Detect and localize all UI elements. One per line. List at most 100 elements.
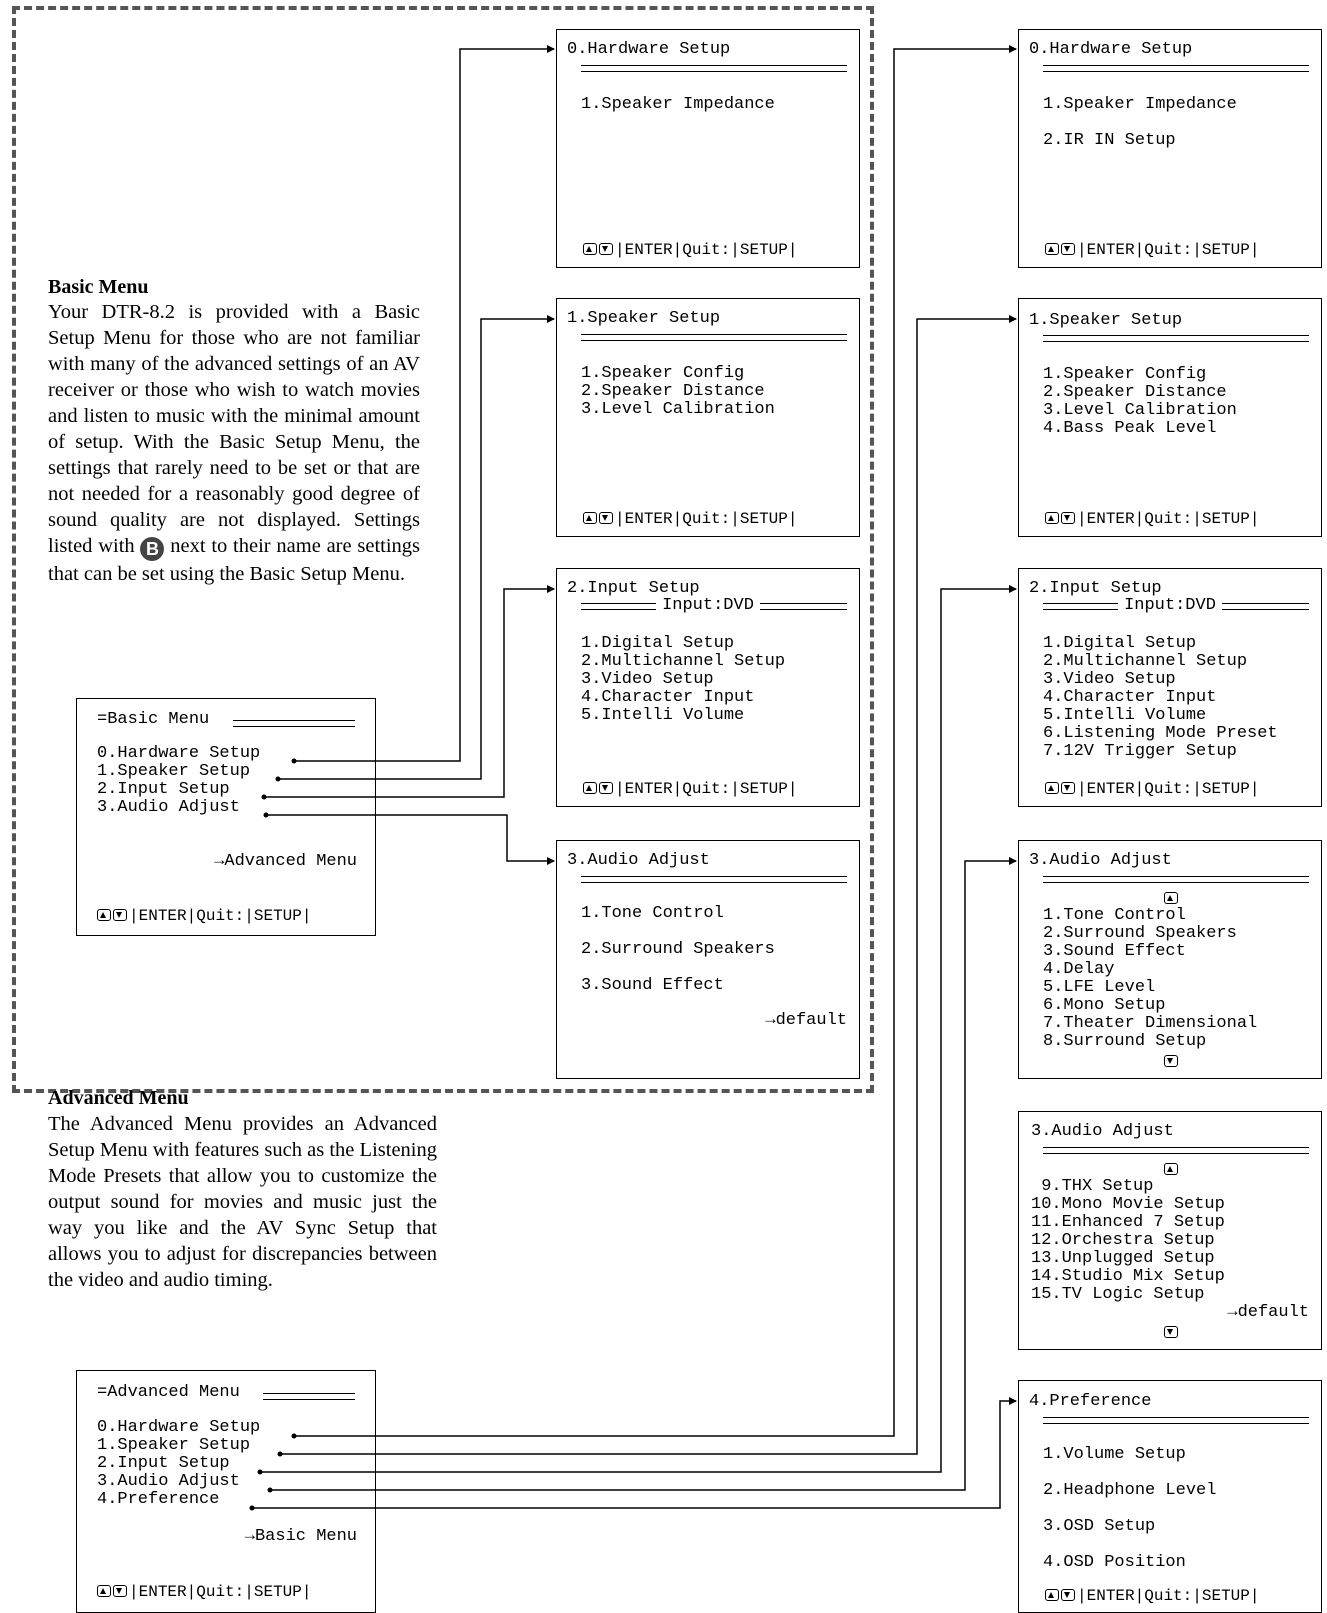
screen-item[interactable]: 4.Delay xyxy=(1043,960,1115,979)
advanced-audio-adjust-screen-page-2: 3.Audio Adjust 9.THX Setup 10.Mono Movie… xyxy=(1018,1111,1322,1350)
screen-item[interactable]: 11.Enhanced 7 Setup xyxy=(1031,1213,1225,1232)
screen-item[interactable]: 12.Orchestra Setup xyxy=(1031,1231,1215,1250)
title-rule xyxy=(1043,876,1309,883)
basic-menu-link[interactable]: →Basic Menu xyxy=(244,1527,357,1546)
screen-item[interactable]: 2.Multichannel Setup xyxy=(581,652,786,671)
screen-item[interactable]: 4.OSD Position xyxy=(1043,1553,1186,1572)
basic-menu-item-input[interactable]: 2.Input Setup xyxy=(97,780,230,799)
basic-menu-item-speaker[interactable]: 1.Speaker Setup xyxy=(97,762,251,781)
connector-dot xyxy=(291,1433,297,1439)
advanced-menu-item-hardware[interactable]: 0.Hardware Setup xyxy=(97,1418,261,1437)
basic-b-icon: B xyxy=(140,537,165,561)
screen-item[interactable]: 3.Level Calibration xyxy=(581,400,775,419)
title-rule xyxy=(233,720,355,727)
screen-item[interactable]: 7.Theater Dimensional xyxy=(1043,1014,1258,1033)
screen-item[interactable]: 3.Sound Effect xyxy=(1043,942,1186,961)
scroll-up-icon[interactable] xyxy=(1164,892,1178,904)
screen-item[interactable]: 3.OSD Setup xyxy=(1043,1517,1156,1536)
basic-audio-adjust-screen: 3.Audio Adjust 1.Tone Control 2.Surround… xyxy=(556,840,860,1079)
up-arrow-icon xyxy=(1045,782,1059,794)
advanced-menu-item-input[interactable]: 2.Input Setup xyxy=(97,1454,230,1473)
scroll-down-icon[interactable] xyxy=(1164,1055,1178,1067)
advanced-menu-item-audio[interactable]: 3.Audio Adjust xyxy=(97,1472,240,1491)
screen-item[interactable]: 7.12V Trigger Setup xyxy=(1043,742,1237,761)
screen-item[interactable]: 1.Speaker Config xyxy=(1043,365,1207,384)
down-arrow-icon xyxy=(113,1585,127,1597)
screen-item[interactable]: 2.Speaker Distance xyxy=(1043,383,1227,402)
screen-item[interactable]: 2.IR IN Setup xyxy=(1043,131,1176,150)
screen-item[interactable]: 1.Speaker Impedance xyxy=(581,95,775,114)
connector-dot xyxy=(249,1505,255,1511)
screen-title: 0.Hardware Setup xyxy=(567,40,731,59)
screen-item[interactable]: 10.Mono Movie Setup xyxy=(1031,1195,1225,1214)
screen-item[interactable]: 1.Digital Setup xyxy=(1043,634,1197,653)
screen-subtitle: Input:DVD xyxy=(1118,596,1222,615)
basic-menu-item-hardware[interactable]: 0.Hardware Setup xyxy=(97,744,261,763)
screen-title: 3.Audio Adjust xyxy=(567,851,710,870)
screen-title: 2.Input Setup xyxy=(567,579,700,598)
screen-item[interactable]: 15.TV Logic Setup xyxy=(1031,1285,1205,1304)
title-rule xyxy=(1043,65,1309,72)
screen-item[interactable]: 2.Headphone Level xyxy=(1043,1481,1217,1500)
screen-item[interactable]: 14.Studio Mix Setup xyxy=(1031,1267,1225,1286)
connector-basic-input xyxy=(264,585,555,798)
screen-item[interactable]: 1.Speaker Impedance xyxy=(1043,95,1237,114)
screen-subtitle: Input:DVD xyxy=(656,596,760,615)
connector-dot xyxy=(261,794,267,800)
basic-menu-item-audio[interactable]: 3.Audio Adjust xyxy=(97,798,240,817)
basic-speaker-setup-screen: 1.Speaker Setup 1.Speaker Config 2.Speak… xyxy=(556,298,860,537)
basic-menu-box-title: =Basic Menu xyxy=(97,710,210,729)
screen-item[interactable]: 1.Digital Setup xyxy=(581,634,735,653)
screen-item[interactable]: 13.Unplugged Setup xyxy=(1031,1249,1215,1268)
down-arrow-icon xyxy=(113,909,127,921)
basic-menu-text: Your DTR-8.2 is provided with a Basic Se… xyxy=(48,301,420,557)
screen-item[interactable]: 6.Listening Mode Preset xyxy=(1043,724,1278,743)
screen-item[interactable]: 5.LFE Level xyxy=(1043,978,1156,997)
screen-item[interactable]: 3.Video Setup xyxy=(1043,670,1176,689)
down-arrow-icon xyxy=(1061,243,1075,255)
screen-item[interactable]: 1.Volume Setup xyxy=(1043,1445,1186,1464)
screen-item[interactable]: 2.Multichannel Setup xyxy=(1043,652,1248,671)
screen-item[interactable]: 4.Character Input xyxy=(581,688,755,707)
screen-title: 0.Hardware Setup xyxy=(1029,40,1193,59)
screen-item[interactable]: 1.Speaker Config xyxy=(581,364,745,383)
title-rule xyxy=(581,65,847,72)
connector-advanced-speaker xyxy=(280,315,1017,1455)
screen-item[interactable]: 6.Mono Setup xyxy=(1043,996,1166,1015)
default-link[interactable]: →default xyxy=(1227,1303,1309,1322)
screen-title: 3.Audio Adjust xyxy=(1031,1122,1174,1141)
up-arrow-icon xyxy=(97,1585,111,1597)
screen-item[interactable]: 1.Tone Control xyxy=(581,904,724,923)
down-arrow-icon xyxy=(1061,1589,1075,1601)
box-footer: |ENTER|Quit:|SETUP| xyxy=(1045,1587,1259,1605)
screen-title: 3.Audio Adjust xyxy=(1029,851,1172,870)
screen-item[interactable]: 8.Surround Setup xyxy=(1043,1032,1207,1051)
up-arrow-icon xyxy=(97,909,111,921)
screen-item[interactable]: 3.Level Calibration xyxy=(1043,401,1237,420)
screen-item[interactable]: 2.Speaker Distance xyxy=(581,382,765,401)
screen-item[interactable]: 3.Video Setup xyxy=(581,670,714,689)
screen-item[interactable]: 5.Intelli Volume xyxy=(1043,706,1207,725)
title-rule xyxy=(1043,335,1309,342)
screen-item[interactable]: 4.Character Input xyxy=(1043,688,1217,707)
basic-menu-box: =Basic Menu 0.Hardware Setup 1.Speaker S… xyxy=(76,698,376,936)
title-rule xyxy=(263,1393,355,1400)
default-link[interactable]: →default xyxy=(765,1011,847,1030)
advanced-menu-item-preference[interactable]: 4.Preference xyxy=(97,1490,220,1509)
screen-item[interactable]: 2.Surround Speakers xyxy=(1043,924,1237,943)
advanced-menu-link[interactable]: →Advanced Menu xyxy=(214,852,357,871)
screen-item[interactable]: 3.Sound Effect xyxy=(581,976,724,995)
scroll-down-icon[interactable] xyxy=(1164,1326,1178,1338)
up-arrow-icon xyxy=(1045,1589,1059,1601)
connector-dot xyxy=(257,1469,263,1475)
screen-item[interactable]: 5.Intelli Volume xyxy=(581,706,745,725)
screen-item[interactable]: 9.THX Setup xyxy=(1031,1177,1154,1196)
advanced-speaker-setup-screen: 1.Speaker Setup 1.Speaker Config 2.Speak… xyxy=(1018,298,1322,537)
scroll-up-icon[interactable] xyxy=(1164,1163,1178,1175)
screen-item[interactable]: 2.Surround Speakers xyxy=(581,940,775,959)
screen-item[interactable]: 4.Bass Peak Level xyxy=(1043,419,1217,438)
advanced-menu-item-speaker[interactable]: 1.Speaker Setup xyxy=(97,1436,251,1455)
advanced-menu-heading: Advanced Menu xyxy=(48,1087,189,1109)
connector-basic-speaker xyxy=(278,315,555,780)
screen-item[interactable]: 1.Tone Control xyxy=(1043,906,1186,925)
